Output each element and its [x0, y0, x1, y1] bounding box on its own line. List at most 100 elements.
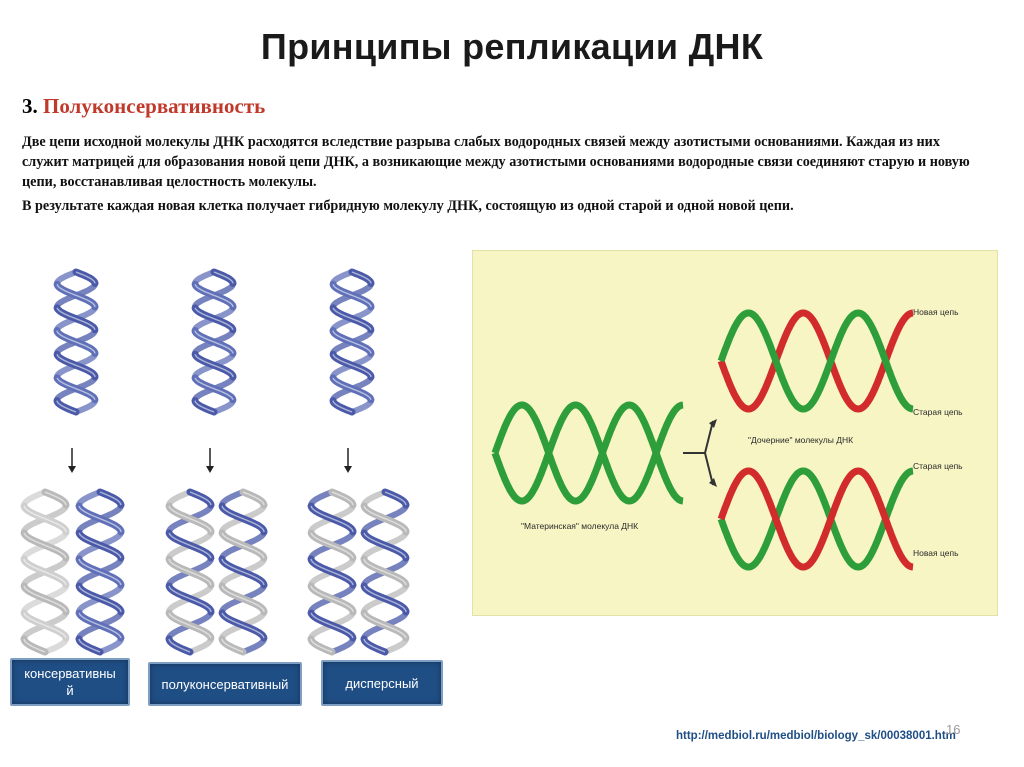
helix-highlight — [194, 284, 234, 308]
helix-highlight — [363, 585, 407, 613]
slide-title: Принципы репликации ДНК — [260, 26, 764, 67]
helix-highlight — [56, 307, 96, 331]
fork-up-head — [709, 419, 717, 428]
helix-highlight — [23, 638, 46, 653]
parent-helix-2 — [191, 268, 237, 416]
helix-highlight — [310, 638, 333, 653]
dispersive-helix-1 — [307, 488, 357, 656]
conservative-old-helix — [75, 488, 125, 656]
model-label-conservative-text: консервативны й — [24, 666, 116, 698]
helix-highlight — [310, 532, 354, 559]
helix-highlight — [78, 558, 122, 586]
helix-highlight — [168, 585, 212, 613]
fork-down — [704, 452, 714, 486]
fork-down-head — [709, 478, 717, 487]
helix-highlight — [23, 585, 67, 613]
helix-highlight — [221, 505, 265, 533]
helix-highlight — [78, 532, 122, 559]
helix-highlight — [56, 284, 96, 308]
helix-highlight — [78, 585, 122, 613]
helix-highlight — [168, 558, 212, 586]
helix-ribbon — [219, 489, 246, 508]
helix-highlight — [168, 505, 212, 533]
model-label-conservative: консервативны й — [10, 658, 130, 706]
helix-ribbon — [166, 489, 193, 508]
heading-number: 3. — [22, 94, 38, 118]
helix-ribbon — [97, 636, 124, 655]
helix-highlight — [332, 284, 372, 308]
helix-highlight — [75, 271, 96, 284]
paragraph-separation: Две цепи исходной молекулы ДНК расходятс… — [22, 134, 970, 190]
conservative-new-helix — [20, 488, 70, 656]
helix-highlight — [221, 585, 265, 613]
helix-highlight — [332, 307, 372, 331]
helix-ribbon — [240, 636, 267, 655]
helix-highlight — [242, 491, 265, 506]
helix-highlight — [194, 307, 234, 331]
helix-ribbon — [76, 489, 103, 508]
semiconservative-diagram: "Материнская" молекула ДНК "Дочерние" мо… — [472, 250, 998, 616]
helix-highlight — [194, 400, 215, 413]
helix-highlight — [194, 330, 234, 354]
fork-up — [704, 420, 714, 454]
helix-highlight — [189, 491, 212, 506]
helix-highlight — [351, 271, 372, 284]
bottom-old-strand-label: Старая цепь — [913, 461, 963, 471]
helix-ribbon — [361, 489, 388, 508]
helix-highlight — [78, 612, 122, 639]
daughter-molecules-label: "Дочерние" молекулы ДНК — [748, 435, 854, 445]
strand-a — [717, 309, 914, 413]
helix-highlight — [363, 505, 407, 533]
helix-highlight — [78, 505, 122, 533]
helix-highlight — [331, 491, 354, 506]
helix-ribbon — [308, 489, 335, 508]
top-old-strand-label: Старая цепь — [913, 407, 963, 417]
top-new-strand-label: Новая цепь — [913, 307, 959, 317]
strand-b — [717, 309, 914, 413]
semiconservative-helix-2 — [218, 488, 268, 656]
source-link[interactable]: http://medbiol.ru/medbiol/biology_sk/000… — [676, 730, 956, 742]
helix-highlight — [23, 558, 67, 586]
helix-highlight — [78, 638, 101, 653]
helix-highlight — [56, 330, 96, 354]
helix-highlight — [363, 558, 407, 586]
helix-highlight — [23, 532, 67, 559]
helix-ribbon — [329, 636, 356, 655]
model-label-dispersive: дисперсный — [321, 660, 443, 706]
helix-highlight — [310, 612, 354, 639]
helix-ribbon — [42, 636, 69, 655]
strand-a — [491, 401, 684, 505]
daughter-molecule-top — [717, 309, 914, 413]
helix-highlight — [221, 558, 265, 586]
strand-b — [491, 401, 684, 505]
helix-highlight — [23, 505, 67, 533]
helix-ribbon — [21, 489, 48, 508]
strand-b — [717, 467, 914, 571]
helix-highlight — [310, 505, 354, 533]
helix-highlight — [194, 354, 234, 378]
section-heading: 3. Полуконсервативность — [22, 94, 265, 119]
helix-highlight — [384, 491, 407, 506]
helix-highlight — [168, 612, 212, 639]
helix-highlight — [56, 377, 96, 401]
helix-highlight — [332, 330, 372, 354]
down-arrow-head-2 — [206, 466, 214, 473]
helix-highlight — [168, 638, 191, 653]
helix-highlight — [310, 585, 354, 613]
helix-highlight — [194, 377, 234, 401]
helix-highlight — [213, 271, 234, 284]
paragraph-result: В результате каждая новая клетка получае… — [22, 198, 794, 214]
down-arrow-head-1 — [68, 466, 76, 473]
helix-highlight — [221, 532, 265, 559]
helix-highlight — [310, 558, 354, 586]
parent-molecule — [491, 401, 684, 505]
helix-highlight — [332, 377, 372, 401]
helix-highlight — [332, 354, 372, 378]
helix-highlight — [363, 612, 407, 639]
semiconservative-helix-1 — [165, 488, 215, 656]
daughter-molecule-bottom — [717, 467, 914, 571]
parent-molecule-label: "Материнская" молекула ДНК — [521, 521, 639, 531]
helix-ribbon — [187, 636, 214, 655]
parent-helix-3 — [329, 268, 375, 416]
helix-highlight — [23, 612, 67, 639]
